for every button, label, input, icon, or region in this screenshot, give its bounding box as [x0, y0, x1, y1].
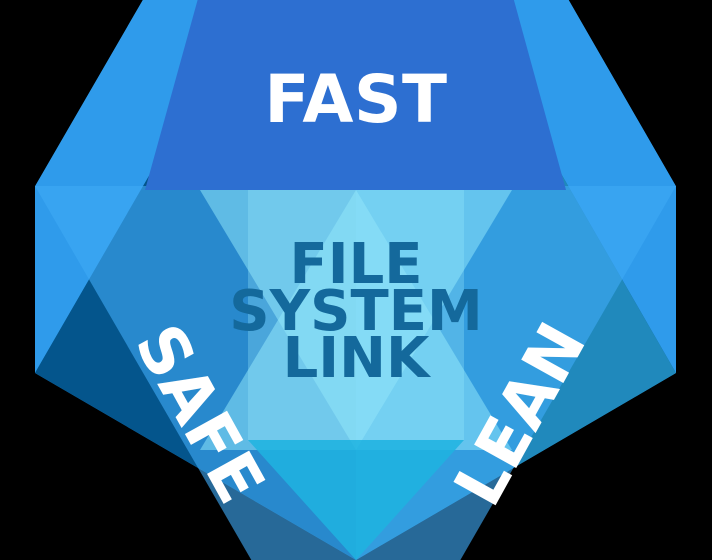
core-highlight-band — [248, 190, 464, 440]
center-label-line-2: SYSTEM — [229, 279, 482, 344]
facet-fast-cap — [145, 0, 566, 190]
core-triangle-down — [200, 190, 512, 450]
facet-label-fast: FAST — [264, 61, 447, 138]
lower-center-wedge — [248, 440, 464, 560]
center-label-line-1: FILE — [289, 232, 422, 297]
center-label-line-3: LINK — [283, 326, 432, 391]
